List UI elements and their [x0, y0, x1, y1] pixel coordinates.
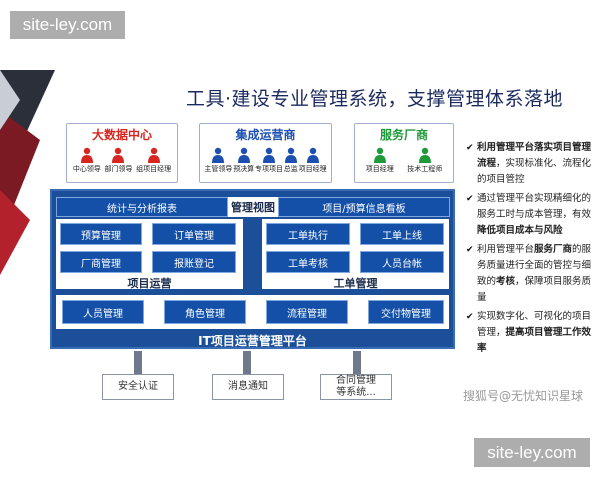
project-operations-panel: 预算管理 订单管理 厂商管理 报账登记 项目运营	[56, 219, 243, 290]
benefit-text: ，保障项目服务质量	[477, 276, 592, 303]
group-member: 技术工程师	[407, 147, 442, 174]
watermark-sohu: 搜狐号@无忧知识星球	[463, 389, 584, 403]
work-order-panel: 工单执行 工单上线 工单考核 人员台帐 工单管理	[262, 219, 449, 290]
check-icon: ✔	[466, 245, 474, 255]
connector	[134, 351, 142, 374]
group-member: 组项目经理	[136, 147, 171, 174]
benefit-text: 考核	[496, 276, 516, 287]
benefit-text: 通过管理平台实现精细化的服务工时与成本管理，有效	[477, 193, 592, 220]
budget-management-cell: 预算管理	[60, 223, 142, 245]
work-order-label: 工单管理	[333, 277, 378, 290]
member-label: 预决算	[233, 165, 255, 173]
stats-report-bar: 统计与分析报表	[56, 197, 228, 217]
benefit-item: ✔实现数字化、可视化的项目管理，提高项目管理工作效率	[466, 309, 594, 357]
group-big-data-center: 大数据中心 中心领导部门领导组项目经理	[66, 123, 178, 183]
connector	[353, 351, 361, 374]
group-member: 预决算	[233, 147, 254, 174]
process-management-cell: 流程管理	[266, 300, 348, 324]
benefit-text: ，实现标准化、流程化的项目管控	[477, 158, 592, 185]
deliverable-management-cell: 交付物管理	[368, 300, 444, 324]
member-label: 专项项目	[254, 165, 283, 173]
group-member: 部门领导	[104, 147, 132, 174]
benefit-text: 服务厂商	[534, 244, 573, 255]
benefit-text: 利用管理平台落实项目管理流程	[477, 142, 592, 169]
contract-systems-box: 合同管理 等系统...	[320, 374, 392, 400]
benefit-text: 利用管理平台	[477, 244, 535, 255]
member-label: 主管领导	[204, 165, 233, 173]
benefit-item: ✔利用管理平台落实项目管理流程，实现标准化、流程化的项目管控	[466, 140, 594, 188]
work-order-assessment-cell: 工单考核	[266, 251, 350, 273]
check-icon: ✔	[466, 194, 474, 204]
platform-diagram: 统计与分析报表 管理视图 项目/预算信息看板 预算管理 订单管理 厂商管理 报账…	[50, 189, 455, 349]
benefit-text: 实现数字化、可视化的项目管理，	[477, 311, 592, 338]
group-member: 项目经理	[366, 147, 394, 174]
group-member: 主管领导	[204, 147, 232, 174]
vendor-management-cell: 厂商管理	[60, 251, 142, 273]
group-member: 项目经理	[299, 147, 327, 174]
member-label: 总监	[283, 165, 298, 173]
work-order-launch-cell: 工单上线	[360, 223, 444, 245]
person-icon	[112, 147, 125, 163]
benefit-item: ✔通过管理平台实现精细化的服务工时与成本管理，有效降低项目成本与风险	[466, 191, 594, 239]
check-icon: ✔	[466, 143, 474, 153]
group-title: 大数据中心	[91, 128, 152, 142]
connector	[243, 351, 251, 374]
order-management-cell: 订单管理	[152, 223, 236, 245]
person-icon	[306, 147, 319, 163]
work-order-execution-cell: 工单执行	[266, 223, 350, 245]
person-icon	[373, 147, 386, 163]
page-title: 工具·建设专业管理系统，支撑管理体系落地	[186, 88, 564, 110]
member-label: 部门领导	[104, 165, 133, 173]
project-operations-label: 项目运营	[127, 277, 172, 290]
check-icon: ✔	[466, 312, 474, 322]
member-label: 组项目经理	[136, 165, 172, 173]
staff-management-cell: 人员管理	[62, 300, 144, 324]
decorative-shards	[0, 70, 55, 275]
person-icon	[418, 147, 431, 163]
person-icon	[284, 147, 297, 163]
group-title: 服务厂商	[379, 128, 428, 142]
benefit-list: ✔利用管理平台落实项目管理流程，实现标准化、流程化的项目管控✔通过管理平台实现精…	[466, 140, 594, 360]
person-icon	[212, 147, 225, 163]
group-member: 专项项目	[255, 147, 283, 174]
benefit-text: 提高项目管理工作效率	[477, 327, 592, 354]
member-label: 项目经理	[365, 165, 394, 173]
member-label: 中心领导	[72, 165, 101, 173]
person-icon	[262, 147, 275, 163]
watermark-bottom: site-ley.com	[474, 438, 590, 467]
person-icon	[237, 147, 250, 163]
expense-registration-cell: 报账登记	[152, 251, 236, 273]
group-service-vendor: 服务厂商 项目经理 技术工程师	[354, 123, 454, 183]
platform-footer: IT项目运营管理平台	[198, 334, 307, 348]
member-label: 项目经理	[298, 165, 327, 173]
benefit-item: ✔利用管理平台服务厂商的服务质量进行全面的管控与细致的考核，保障项目服务质量	[466, 242, 594, 306]
base-functions-panel: 人员管理 角色管理 流程管理 交付物管理	[56, 295, 449, 329]
person-icon	[147, 147, 160, 163]
role-management-cell: 角色管理	[164, 300, 246, 324]
watermark-top: site-ley.com	[10, 11, 125, 39]
group-integration-operator: 集成运营商 主管领导预决算专项项目总监项目经理	[199, 123, 332, 183]
management-view-label: 管理视图	[228, 197, 278, 217]
group-member: 中心领导	[73, 147, 101, 174]
member-label: 技术工程师	[407, 165, 443, 173]
benefit-text: 降低项目成本与风险	[477, 225, 563, 236]
group-member: 总监	[284, 147, 298, 174]
group-title: 集成运营商	[235, 128, 296, 142]
security-auth-box: 安全认证	[102, 374, 174, 400]
benefit-text: 的服务质量进行全面的管控与细致的	[477, 244, 592, 287]
message-notify-box: 消息通知	[212, 374, 284, 400]
staff-ledger-cell: 人员台帐	[360, 251, 444, 273]
project-budget-dashboard-bar: 项目/预算信息看板	[278, 197, 450, 217]
person-icon	[80, 147, 93, 163]
